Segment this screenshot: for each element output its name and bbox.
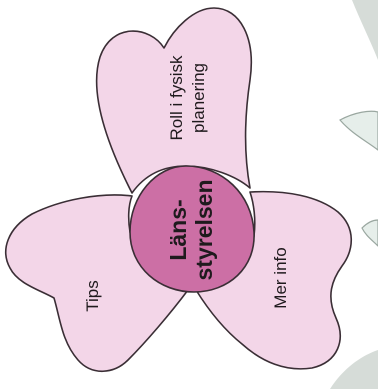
center-label-line2: styrelsen (191, 179, 217, 280)
petal-right-label: Mer info (271, 247, 290, 308)
petal-left-label: Tips (83, 280, 102, 312)
background-foliage-bottom (330, 350, 378, 389)
petal-top-label-line2: planering (189, 63, 208, 133)
petal-left-label-group: Tips (83, 280, 102, 312)
background-foliage-top (352, 0, 378, 60)
petal-top-label-line1: Roll i fysisk (167, 55, 186, 141)
petal-right-label-group: Mer info (271, 247, 290, 308)
background-leaf-mid (340, 111, 378, 150)
center-label-line1: Läns- (165, 199, 191, 260)
background-leaf-low (362, 220, 378, 246)
